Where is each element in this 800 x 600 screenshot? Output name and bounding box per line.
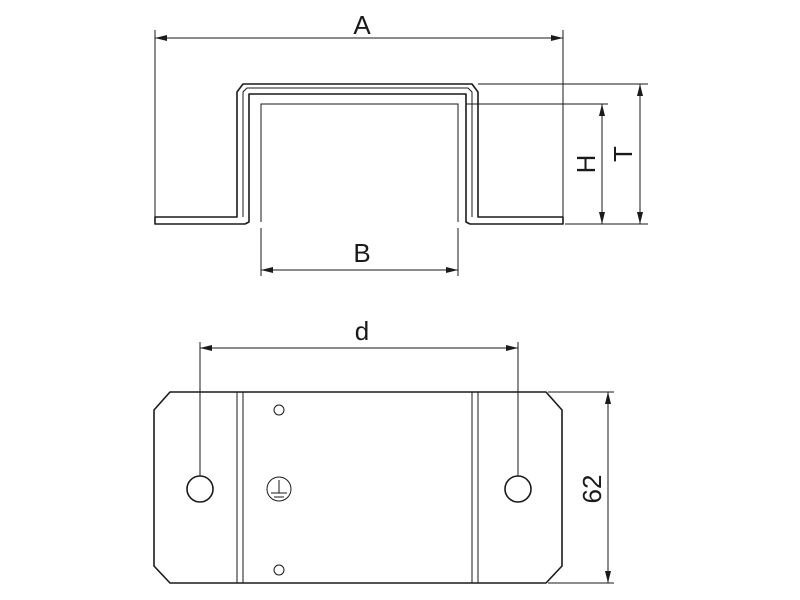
arrow-a-left — [155, 35, 167, 41]
label-b: B — [353, 238, 370, 268]
dimension-t: T — [478, 83, 648, 225]
label-a: A — [353, 10, 371, 40]
arrow-t-bottom — [637, 212, 643, 224]
arrow-h-top — [599, 104, 605, 116]
arrow-t-top — [637, 84, 643, 96]
bracket-inner-profile — [242, 87, 473, 217]
bracket-inner-recess — [260, 103, 459, 222]
mounting-hole-left — [186, 475, 214, 503]
dimension-62: 62 — [548, 391, 614, 584]
dimension-h: H — [466, 103, 608, 225]
arrow-a-right — [551, 35, 563, 41]
arrow-62-bottom — [605, 571, 611, 583]
arrow-b-right — [446, 267, 458, 273]
dimension-b: B — [260, 228, 459, 276]
mounting-hole-right — [504, 475, 532, 503]
arrow-d-right — [506, 345, 518, 351]
label-62: 62 — [577, 475, 607, 504]
side-view — [154, 83, 564, 225]
plate-outline — [153, 391, 563, 584]
top-view — [153, 391, 563, 584]
dimension-d: d — [199, 316, 519, 476]
label-h: H — [571, 155, 601, 174]
small-hole-bottom — [273, 564, 285, 576]
label-d: d — [355, 316, 369, 346]
ground-symbol-icon — [266, 476, 292, 502]
label-t: T — [608, 146, 638, 162]
small-hole-top — [273, 404, 285, 416]
arrow-b-left — [261, 267, 273, 273]
dimension-a: A — [154, 10, 564, 217]
arrow-d-left — [200, 345, 212, 351]
bracket-outer-profile — [154, 83, 564, 225]
arrow-h-bottom — [599, 212, 605, 224]
arrow-62-top — [605, 392, 611, 404]
